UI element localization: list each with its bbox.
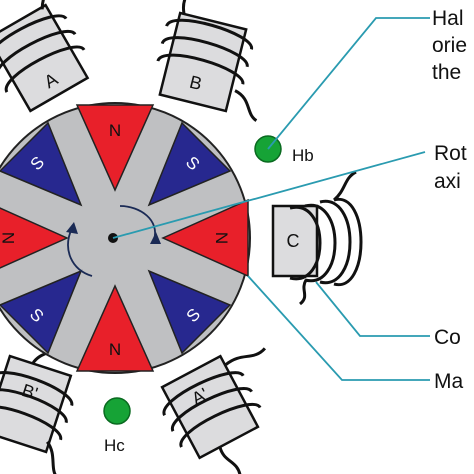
callout-hall-line3: the [432,61,461,84]
hall-sensor-hc-label: Hc [104,436,125,455]
callout-hall-line2: orie [432,34,467,57]
callout-rotor-line2: axi [434,170,461,193]
hall-sensor-hb-label: Hb [292,146,314,165]
coil-b-prime-label: B' [19,380,40,404]
pole-top-north [75,104,155,192]
rotor: N N N N S S S S [0,102,251,374]
pole-label-bottom: N [109,340,121,359]
rotation-arrowhead-right [150,232,161,244]
leader-rotor-axis [112,151,426,239]
pole-label-left: N [0,232,18,244]
coil-a: A [0,0,90,113]
callout-hall-line1: Hal [432,7,464,30]
leader-magnet [247,275,430,381]
pole-topright-south [147,121,232,207]
coil-a-prime: A' [160,347,267,474]
pole-label-top: N [109,121,121,140]
coil-b-prime: B' [0,338,74,474]
callout-magnet: Ma [434,370,463,393]
pole-right-north [161,198,249,278]
pole-label-right: N [212,232,231,244]
rotation-arrow-left [67,227,93,277]
pole-bottomright-south [147,269,232,355]
coil-c-label: C [287,231,300,251]
callout-coil: Co [434,326,461,349]
coil-c: C [271,170,363,306]
pole-topleft-south [0,121,83,207]
leader-coil [315,281,430,337]
pole-left-north [0,207,69,269]
coil-b-label: B [187,72,203,94]
hall-sensor-hc [103,397,131,425]
rotation-arrowhead-left [66,222,78,234]
pole-bottomleft-south [0,269,83,355]
callout-rotor-line1: Rot [434,142,467,165]
coil-b: B [156,0,258,122]
pole-bottom-north [75,284,155,372]
leader-hall [267,17,430,150]
